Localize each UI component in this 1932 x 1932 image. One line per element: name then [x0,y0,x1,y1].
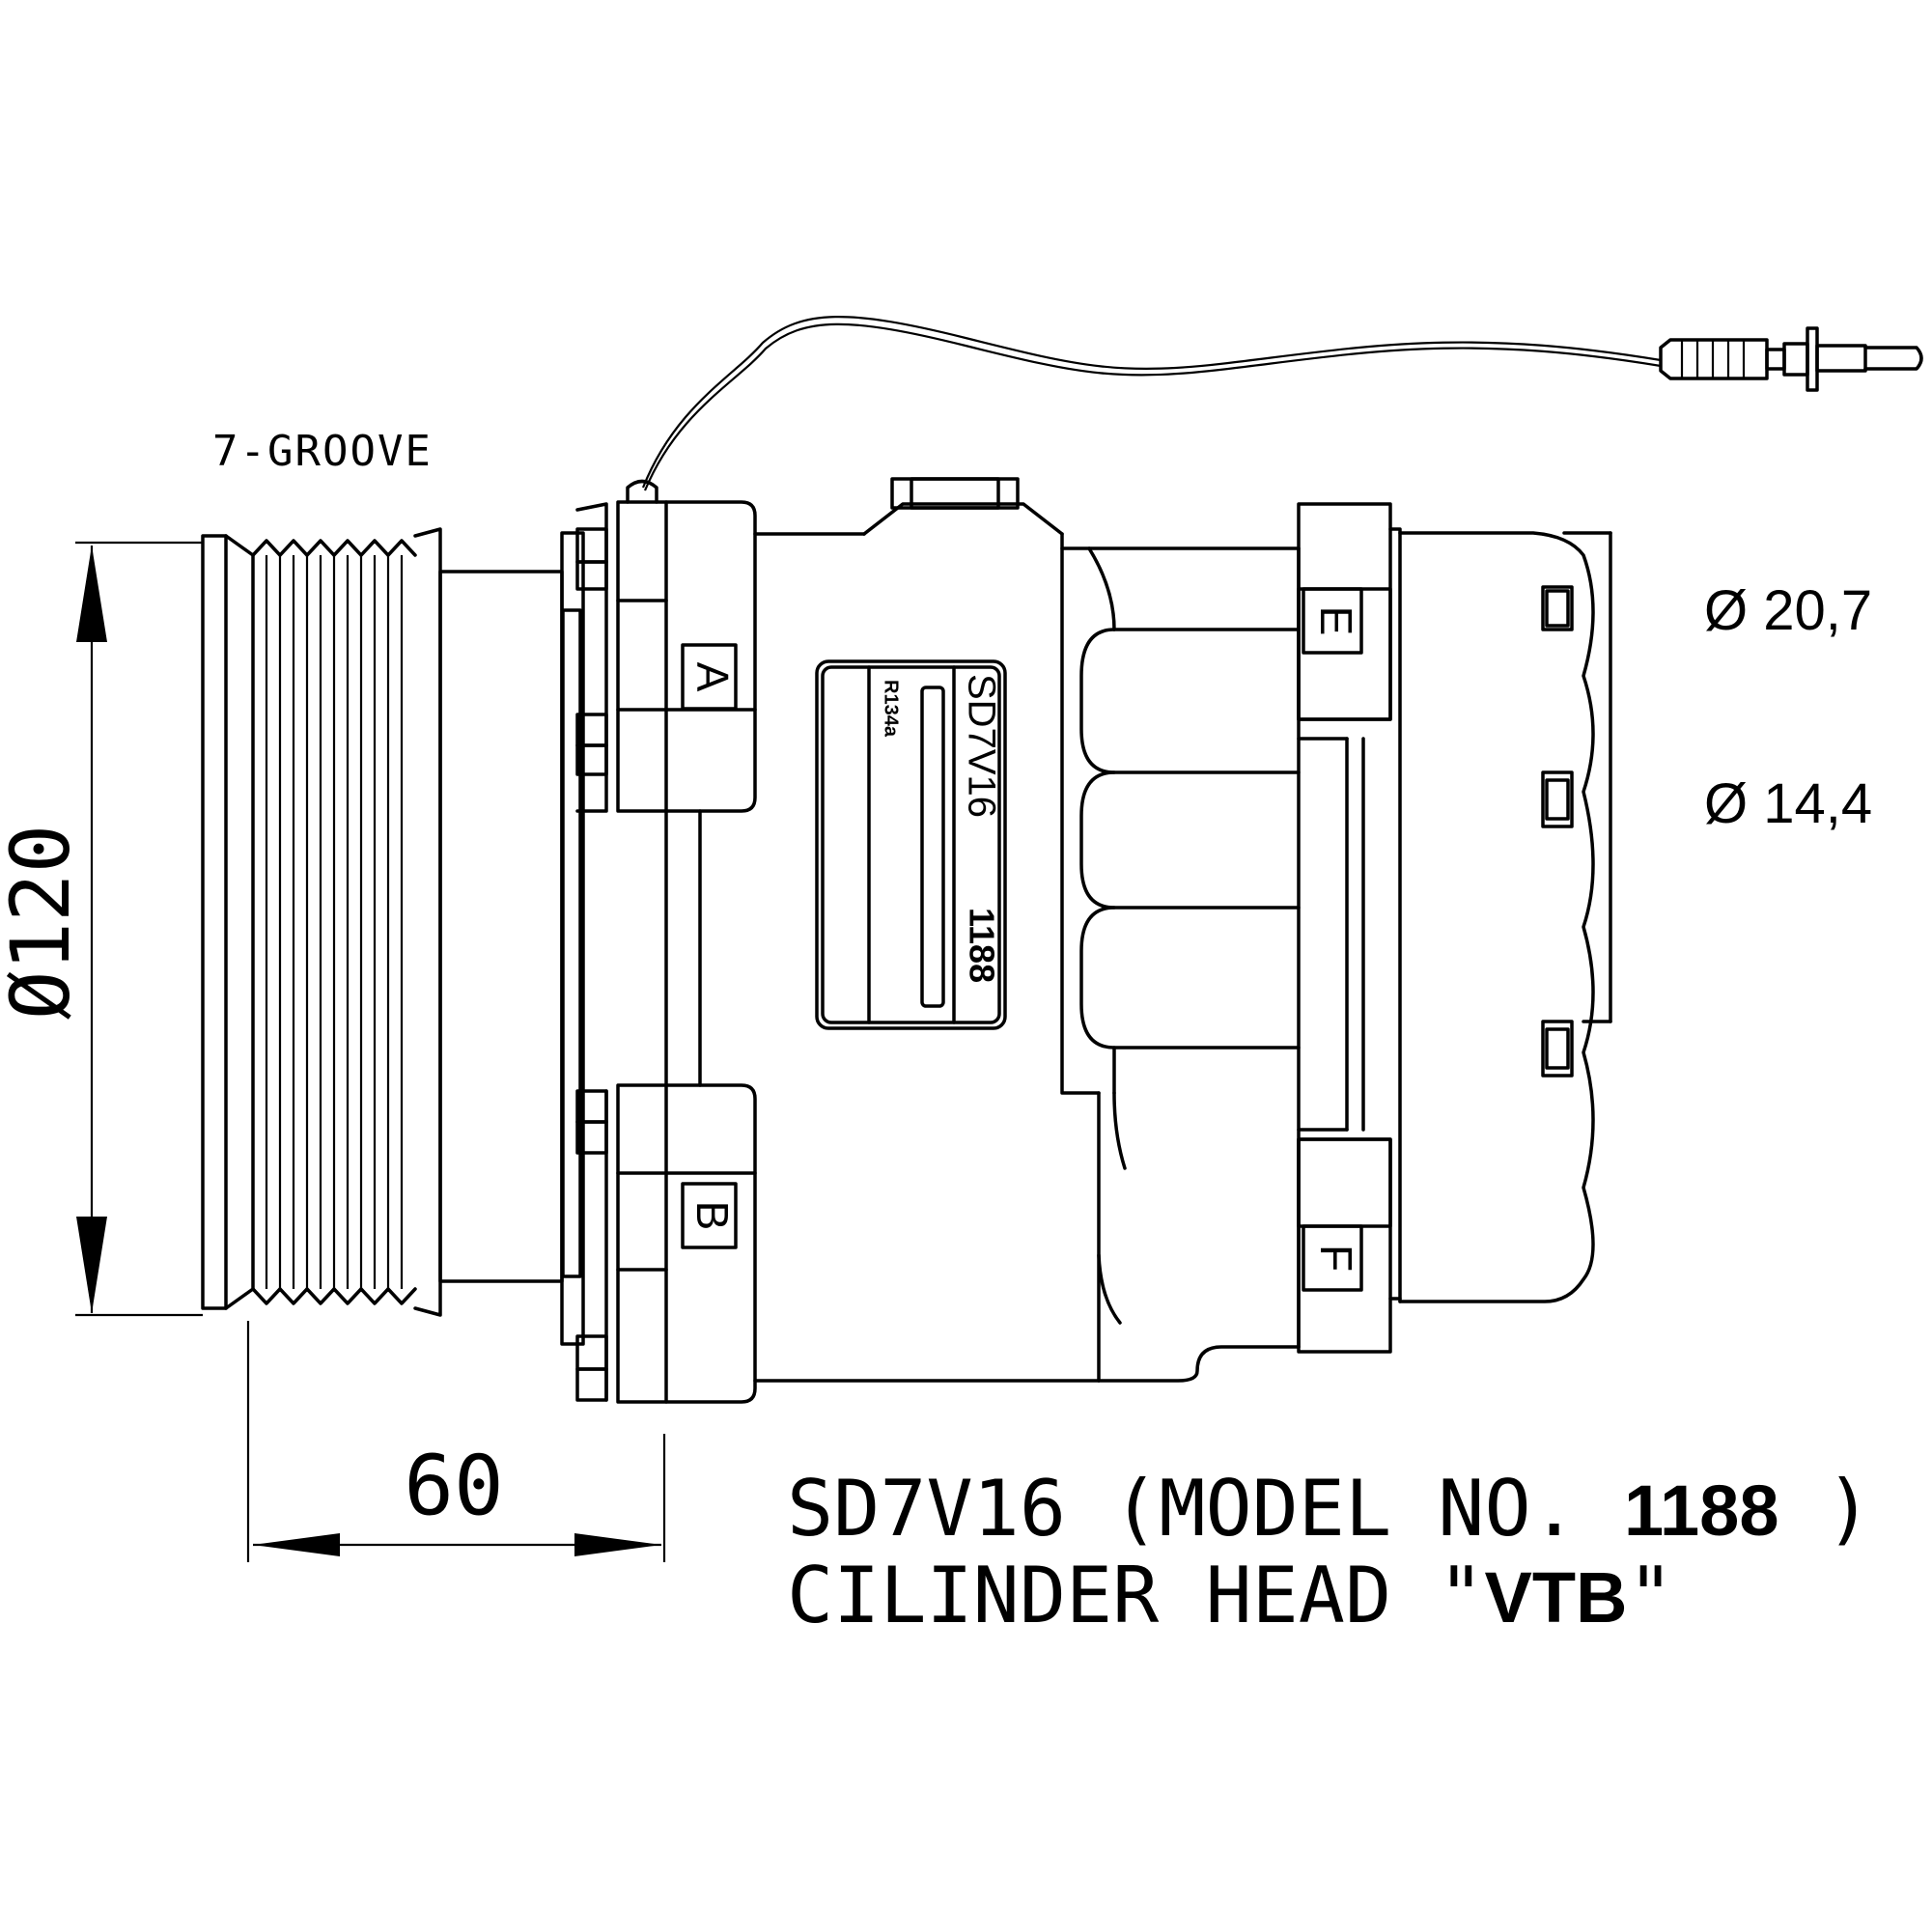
caption-head-code: VTB [1484,1557,1627,1638]
port-f-diameter-label: Ø 14,4 [1704,772,1872,835]
pulley [201,527,585,1346]
nameplate-refrigerant: R134a [881,680,902,738]
compressor-body: E F [753,477,1612,1383]
caption: SD7V16 (MODEL NO. 1188 ) CILINDER HEAD "… [787,1464,1872,1640]
sensor-cable [641,316,1923,491]
caption-model-prefix: SD7V16 (MODEL NO. [787,1464,1624,1554]
dimension-pulley-diameter: Ø120 [0,541,203,1317]
port-e-diameter-label: Ø 20,7 [1704,579,1872,642]
nameplate-model: SD7V16 [960,674,1002,818]
nameplate: SD7V16 1188 R134a [815,659,1007,1030]
port-f-frame [1302,1224,1363,1292]
groove-label: 7-GROOVE [212,427,433,476]
port-e-label: E [1311,606,1361,636]
dimension-length: 60 [246,1321,666,1562]
pulley-diameter-label: Ø120 [0,825,88,1020]
length-label: 60 [404,1438,504,1534]
caption-model-suffix: ) [1779,1464,1872,1554]
caption-line-1: SD7V16 (MODEL NO. 1188 ) [787,1464,1872,1554]
port-b-frame [681,1182,738,1249]
port-e-frame [1302,587,1363,655]
port-b-label: B [687,1201,738,1231]
nameplate-number: 1188 [962,908,1001,983]
caption-head-suffix: " [1627,1551,1673,1640]
cylinder-lobes [1079,546,1301,1383]
sensor-connector [1659,326,1923,392]
rear-bolts [1541,585,1574,1078]
port-f-label: F [1311,1245,1361,1272]
port-a-frame [681,643,738,711]
caption-line-2: CILINDER HEAD "VTB" [787,1551,1674,1640]
caption-model-number: 1188 [1624,1470,1779,1551]
front-housing: A B [575,479,757,1404]
caption-head-prefix: CILINDER HEAD " [787,1551,1484,1640]
pulley-grooves [251,539,417,1305]
port-a-label: A [687,662,738,692]
